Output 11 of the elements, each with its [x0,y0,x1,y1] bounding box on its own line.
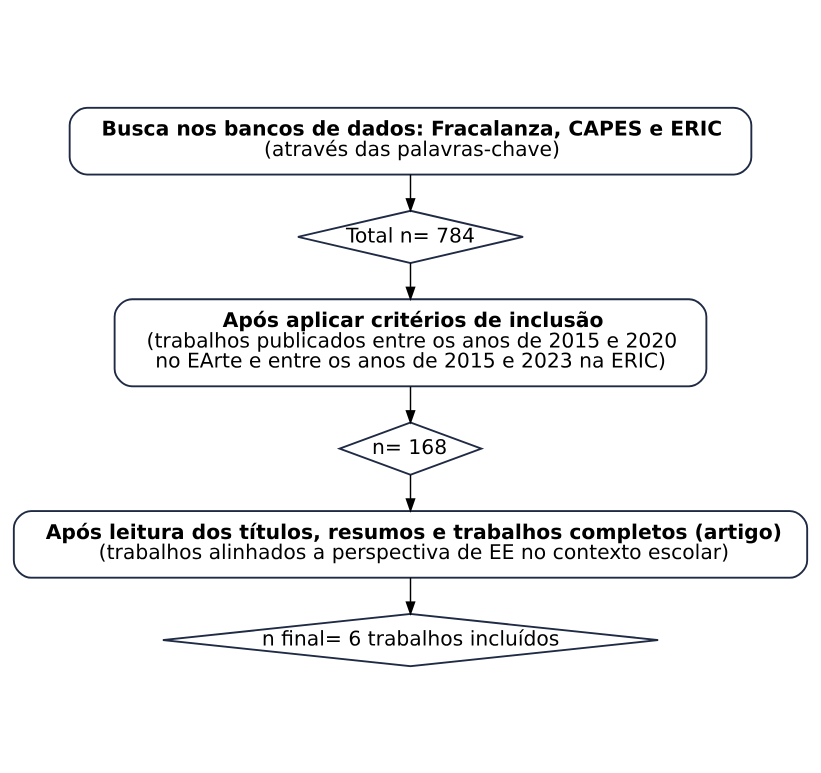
arrow [405,262,416,301]
node-diamond: n= 168 [336,421,484,476]
arrow [405,386,416,424]
node-diamond: n final= 6 trabalhos incluídos [162,612,660,667]
node-diamond: Total n= 784 [296,209,524,264]
node-box: Após aplicar critérios de inclusão (trabalhos publicados entre os anos de 2015 e 2020 no EArte e entre os anos de 2015 e 2023 na ERIC) [114,298,708,387]
node-box: Busca nos bancos de dados: Fracalanza, CAPES e ERIC (através das palavras-chave) [68,106,752,175]
arrow [405,474,416,512]
node-box: Após leitura dos títulos, resumos e trabalhos completos (artigo) (trabalhos alinhados a perspectiva de EE no contexto escolar) [12,510,808,578]
arrow [405,577,416,616]
arrow [405,174,416,212]
